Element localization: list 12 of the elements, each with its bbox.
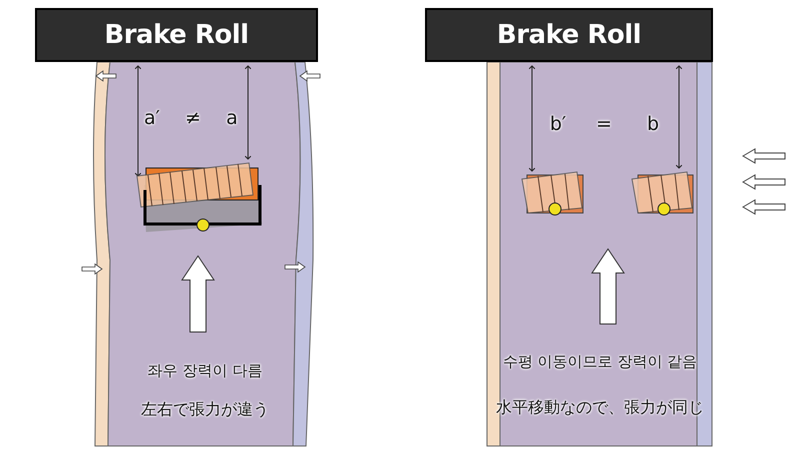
inequality-sign: ≠ [185, 107, 201, 129]
caption-text: 水平移動なので、張力が同じ [496, 398, 704, 418]
caption-text: 좌우 장력이 다름 [148, 362, 262, 380]
dimension-label: a [226, 107, 238, 129]
dimension-label: a′ [144, 107, 160, 129]
equals-sign: = [596, 113, 612, 135]
brake-roll-bar: Brake Roll [35, 8, 318, 62]
dimension-label: b′ [550, 113, 566, 135]
caption-text: 左右で張力が違う [141, 400, 269, 420]
dimension-label: b [646, 113, 660, 135]
brake-roll-bar: Brake Roll [425, 8, 713, 62]
caption-text: 수평 이동이므로 장력이 같음 [502, 352, 698, 372]
